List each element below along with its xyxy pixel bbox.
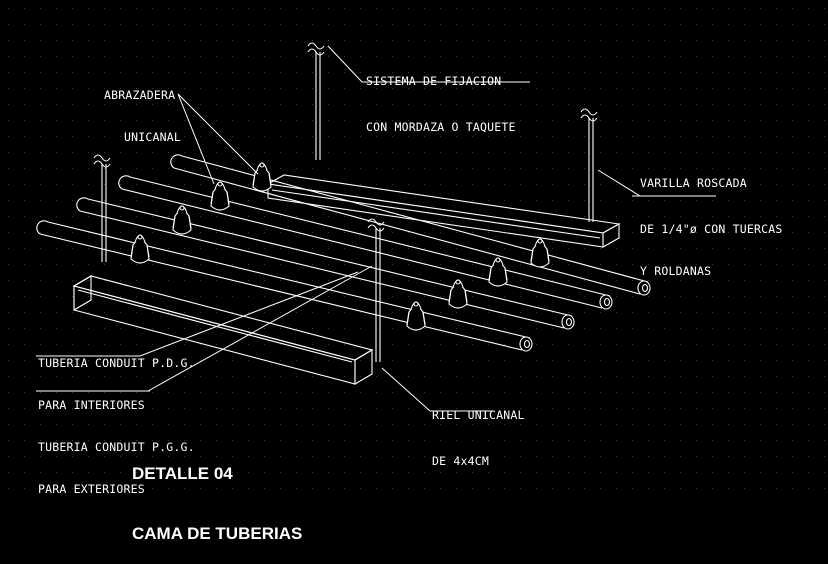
varilla-line-1: VARILLA ROSCADA xyxy=(640,176,747,190)
clamp xyxy=(406,301,426,331)
clamp xyxy=(488,257,508,287)
label-varilla-roscada: VARILLA ROSCADA DE 1/4"ø CON TUERCAS Y R… xyxy=(640,148,782,292)
abrazadera-line-1: ABRAZADERA xyxy=(104,88,176,102)
label-underlines xyxy=(36,81,716,412)
unicanal-clamps xyxy=(130,162,550,331)
label-riel-unicanal: RIEL UNICANAL DE 4x4CM xyxy=(432,380,525,482)
tuberia-line-4: PARA EXTERIORES xyxy=(38,482,145,496)
front-rail-channel xyxy=(72,275,374,385)
pipe-4 xyxy=(36,220,533,352)
pipe-1 xyxy=(170,154,651,296)
pipe-3 xyxy=(76,197,575,330)
sistema-line-2: CON MORDAZA O TAQUETE xyxy=(366,120,516,134)
riel-line-2: DE 4x4CM xyxy=(432,454,489,468)
clamp xyxy=(448,279,468,309)
label-abrazadera: ABRAZADERA UNICANAL xyxy=(104,60,181,158)
clamp xyxy=(130,234,150,264)
clamp xyxy=(172,205,192,235)
tuberia-line-1: TUBERIA CONDUIT P.D.G. xyxy=(38,356,195,370)
detail-drawing xyxy=(8,8,825,489)
tuberia-line-3: TUBERIA CONDUIT P.G.G. xyxy=(38,440,195,454)
conduit-pipes xyxy=(36,154,651,352)
abrazadera-line-2: UNICANAL xyxy=(124,130,181,144)
threaded-rods xyxy=(93,42,598,362)
label-tuberia-conduit: TUBERIA CONDUIT P.D.G. PARA INTERIORES T… xyxy=(38,328,195,510)
clamp xyxy=(210,181,230,211)
pipe-2 xyxy=(118,175,613,310)
varilla-line-2: DE 1/4"ø CON TUERCAS xyxy=(640,222,783,236)
riel-line-1: RIEL UNICANAL xyxy=(432,408,525,422)
pipe-bed-isometric xyxy=(36,42,651,412)
sistema-line-1: SISTEMA DE FIJACION xyxy=(366,74,502,88)
title-line-2: CAMA DE TUBERIAS xyxy=(132,524,303,543)
tuberia-line-2: PARA INTERIORES xyxy=(38,398,145,412)
back-rail-channel xyxy=(266,174,621,248)
clamp xyxy=(530,238,550,268)
detail-title: DETALLE 04 CAMA DE TUBERIAS xyxy=(132,424,302,564)
clamp xyxy=(252,162,272,192)
title-line-1: DETALLE 04 xyxy=(132,464,233,483)
varilla-line-3: Y ROLDANAS xyxy=(640,264,712,278)
label-sistema-fijacion: SISTEMA DE FIJACION CON MORDAZA O TAQUET… xyxy=(366,46,516,148)
